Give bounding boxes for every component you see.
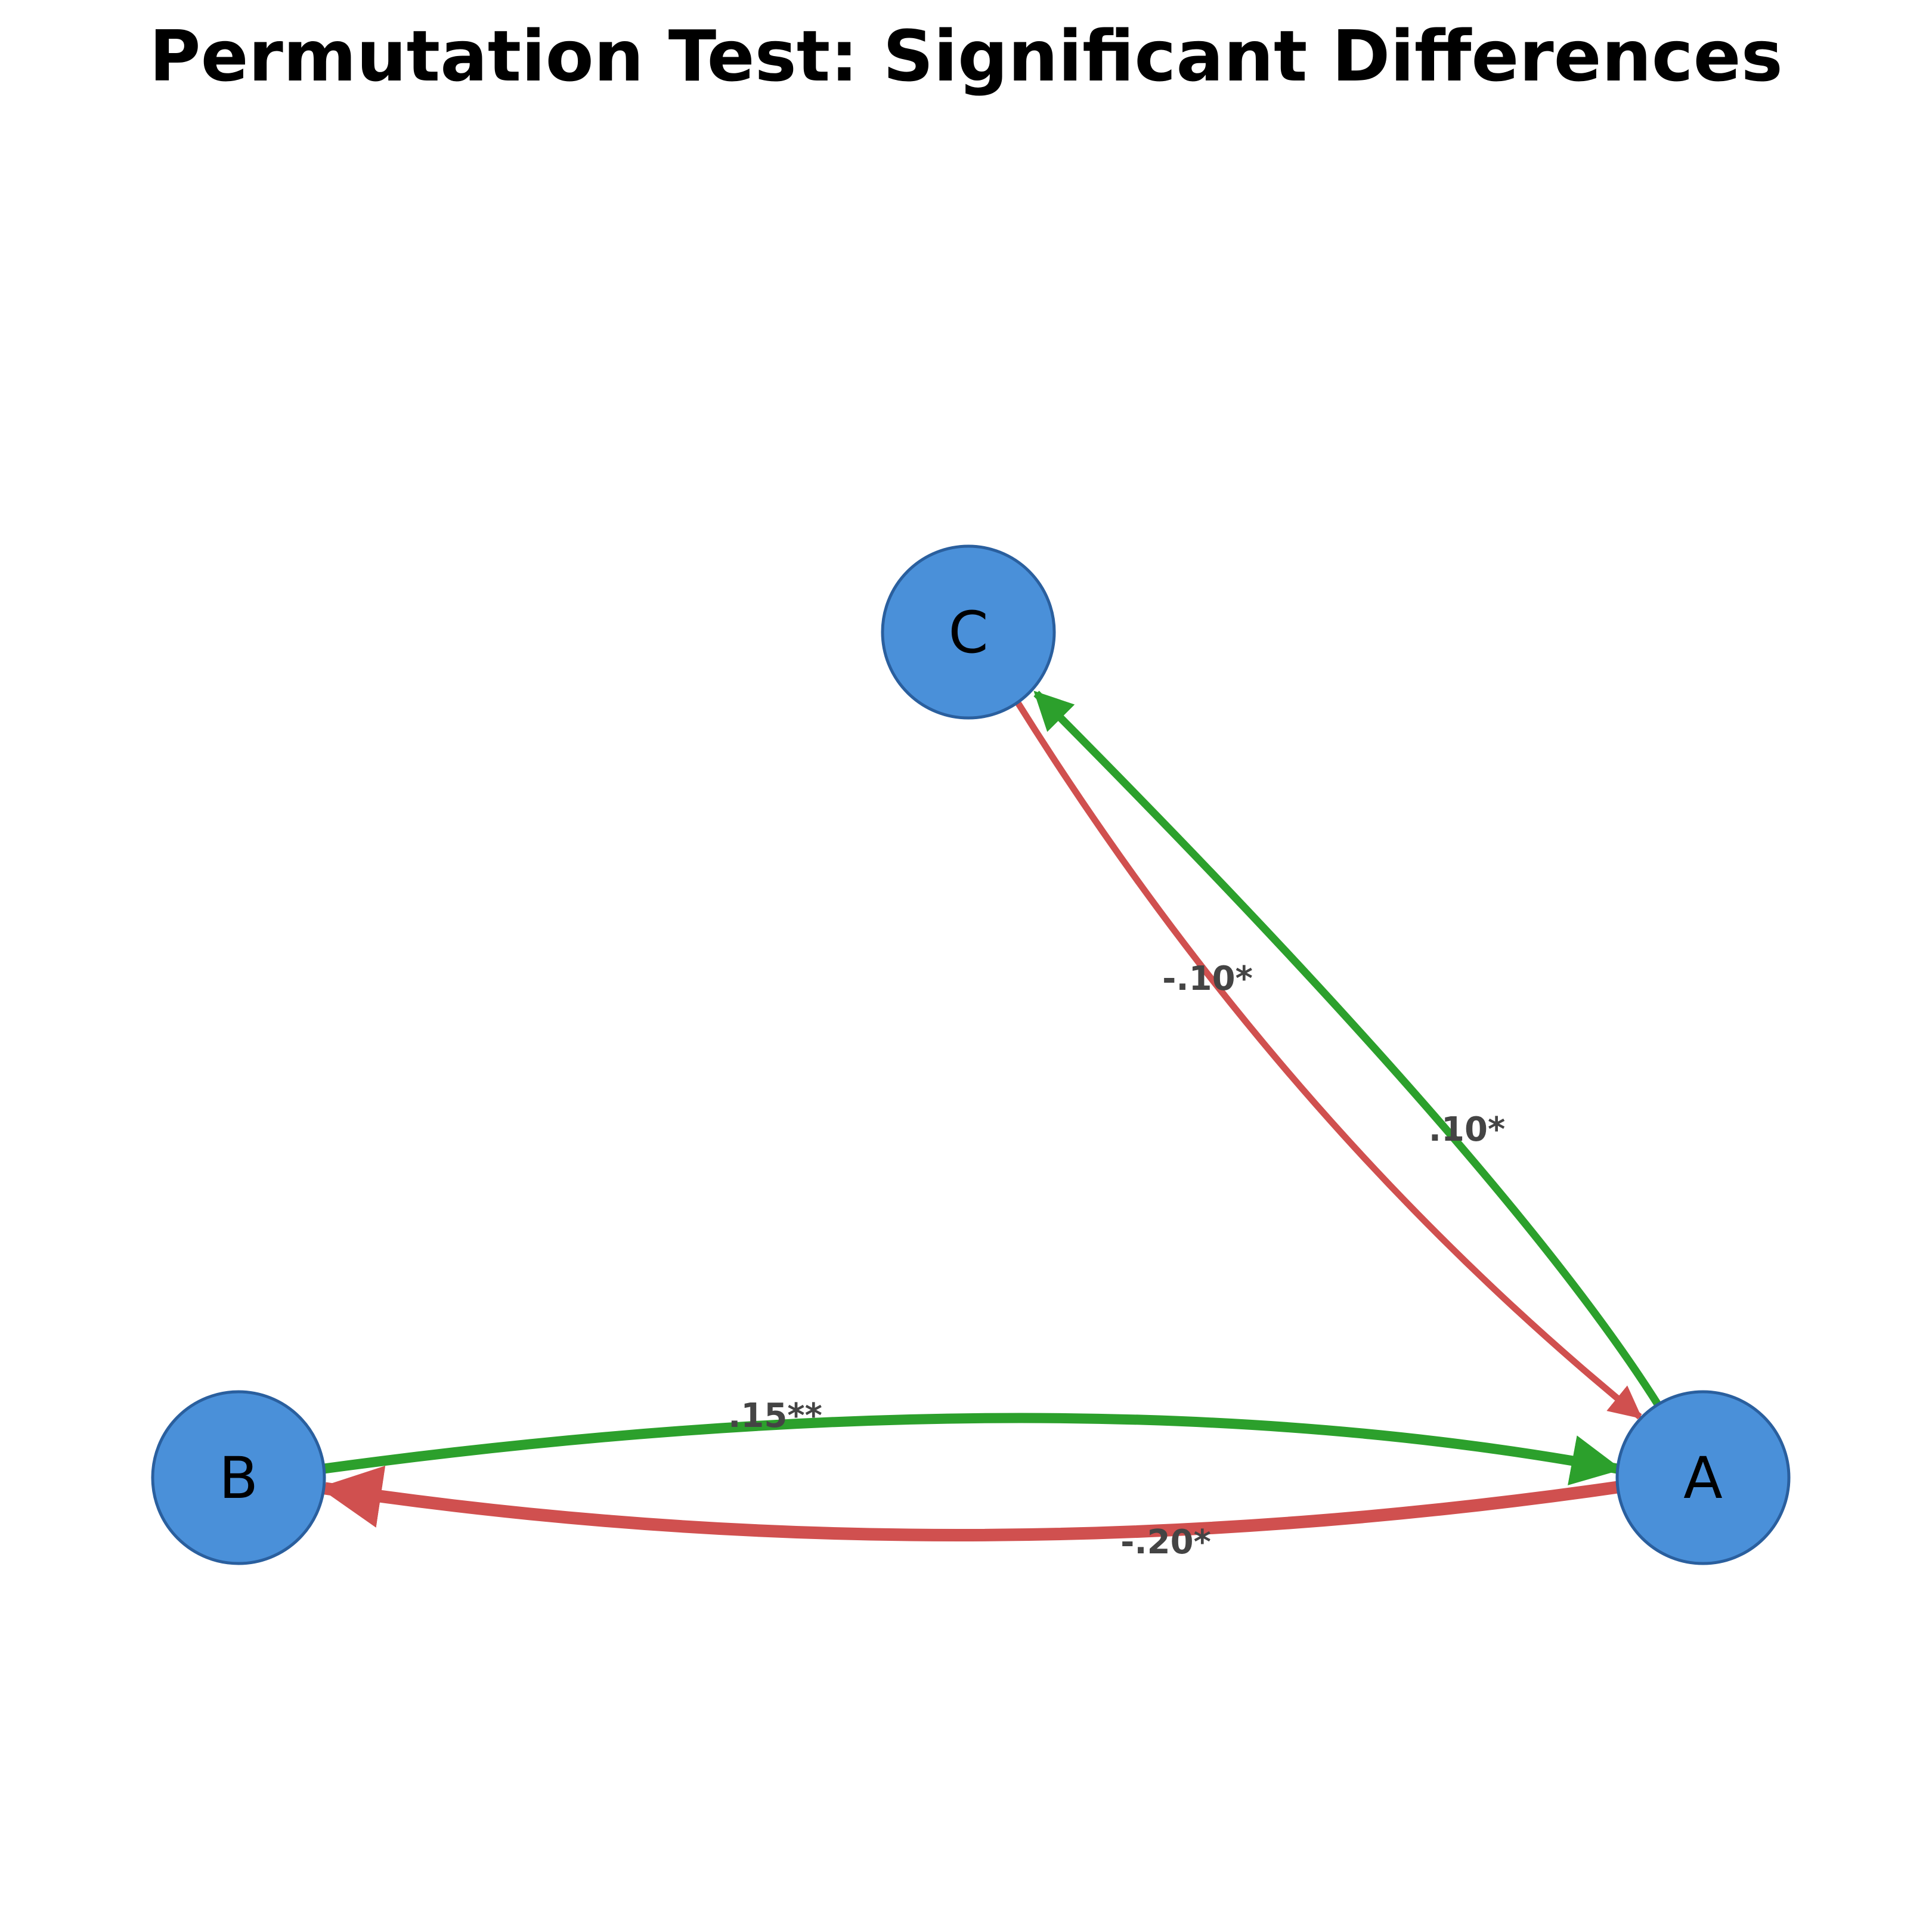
node-b-circle — [151, 1390, 326, 1565]
edges — [318, 691, 1662, 1541]
edge-a-to-c — [1033, 691, 1662, 1408]
node-a-circle — [1615, 1390, 1791, 1565]
node-c-label: C — [948, 599, 988, 666]
node-a-label: A — [1683, 1445, 1723, 1512]
edge-labels: .10* -.10* .15** -.20* — [728, 959, 1505, 1562]
page-title: Permutation Test: Significant Difference… — [149, 15, 1783, 97]
node-a: A — [1615, 1390, 1791, 1565]
edge-label-b-to-a: .15** — [728, 1397, 822, 1435]
node-c: C — [881, 544, 1056, 720]
edge-c-to-a — [1014, 700, 1643, 1420]
node-b: B — [151, 1390, 326, 1565]
edge-label-a-to-c: .10* — [1429, 1110, 1506, 1149]
edge-a-to-b — [318, 1466, 1619, 1541]
edge-label-c-to-a: -.10* — [1162, 959, 1253, 998]
node-b-label: B — [219, 1445, 258, 1512]
edge-b-to-a — [323, 1413, 1623, 1485]
edge-label-a-to-b: -.20* — [1120, 1523, 1211, 1562]
node-c-circle — [881, 544, 1056, 720]
